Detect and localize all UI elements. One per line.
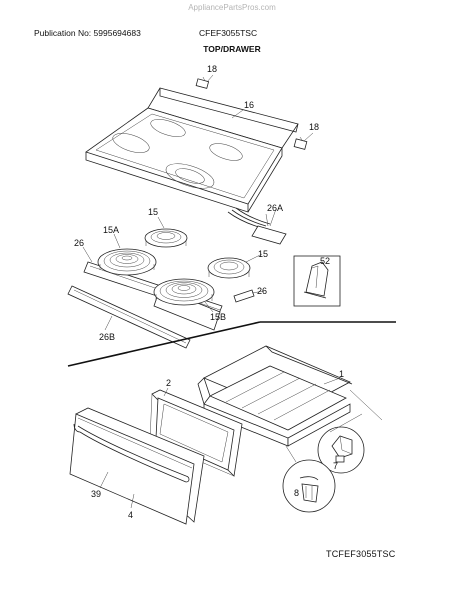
callout-39: 39 <box>91 489 101 499</box>
callout-labels: 18 16 18 15 26A 15A 26 15 52 26 15B 26B … <box>74 64 344 520</box>
callout-26b: 26B <box>99 332 115 342</box>
section-title: TOP/DRAWER <box>203 44 261 54</box>
detail-circle-part-7 <box>317 426 365 474</box>
callout-8: 8 <box>294 488 299 498</box>
surface-element-part-15b <box>153 278 215 306</box>
figure-code: TCFEF3055TSC <box>326 549 396 559</box>
callout-15-back: 15 <box>148 207 158 217</box>
watermark: AppliancePartsPros.com <box>188 3 276 12</box>
drawer-body-part-1 <box>197 345 383 447</box>
callout-26a: 26A <box>267 203 283 213</box>
surface-element-part-15-right <box>207 257 251 279</box>
drawer-handle-part-39 <box>73 423 190 483</box>
callout-4: 4 <box>128 510 133 520</box>
element-bracket-part-26-right <box>233 289 255 303</box>
surface-element-part-15a <box>97 248 157 276</box>
callout-52: 52 <box>320 256 330 266</box>
callout-18-right: 18 <box>309 122 319 132</box>
callout-15a: 15A <box>103 225 119 235</box>
callout-7: 7 <box>333 461 338 471</box>
callout-26-right: 26 <box>257 286 267 296</box>
clip-part-18-right <box>293 136 308 150</box>
surface-element-part-15-back <box>144 228 188 248</box>
callout-15-right: 15 <box>258 249 268 259</box>
detail-circle-part-8 <box>282 459 336 513</box>
wire-harness-part-26a <box>227 207 287 245</box>
publication-number: Publication No: 5995694683 <box>34 28 141 38</box>
model-number: CFEF3055TSC <box>199 28 258 38</box>
callout-26-left: 26 <box>74 238 84 248</box>
cooktop-top-part <box>85 87 299 213</box>
callout-15b: 15B <box>210 312 226 322</box>
drawer-inner-panel-part-2 <box>149 389 243 477</box>
clip-part-18-left <box>195 76 210 89</box>
callout-2: 2 <box>166 378 171 388</box>
callout-16: 16 <box>244 100 254 110</box>
callout-18-left: 18 <box>207 64 217 74</box>
detail-box-part-52 <box>293 255 341 307</box>
support-bar-part-26b <box>67 285 191 349</box>
section-separator-line <box>67 321 396 367</box>
callout-1: 1 <box>339 369 344 379</box>
drawer-front-part-4 <box>69 407 205 525</box>
